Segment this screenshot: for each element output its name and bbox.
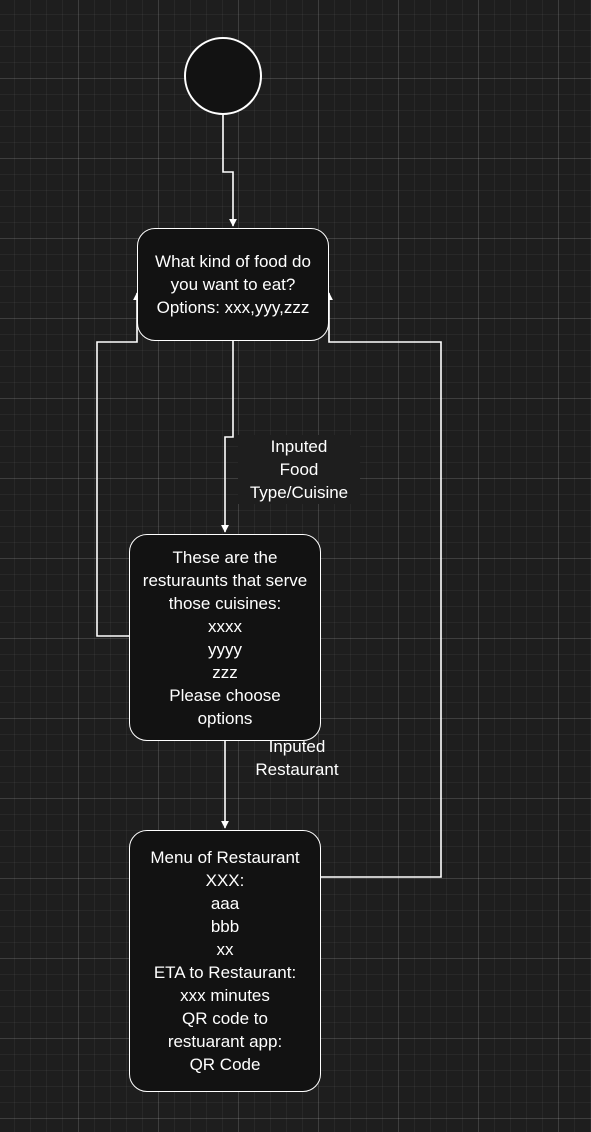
question-line-3: Options: xxx,yyy,zzz	[156, 298, 310, 317]
menu-node: Menu of Restaurant XXX: aaa bbb xx ETA t…	[129, 830, 321, 1092]
edge-question-to-restaurants	[221, 341, 234, 533]
edge-menu-back-to-question	[321, 292, 442, 878]
food-label-line-3: Type/Cuisine	[249, 483, 349, 502]
menu-line-2: XXX:	[205, 871, 245, 890]
menu-line-6: ETA to Restaurant:	[153, 963, 297, 982]
edge-label-food-type: Inputed Food Type/Cuisine	[238, 435, 360, 504]
restaurants-line-4: xxxx	[208, 616, 242, 636]
restaurants-line-8: options	[197, 708, 253, 728]
restaurants-line-6: zzz	[212, 662, 238, 682]
restaurants-line-2: resturaunts that serve	[142, 570, 308, 590]
menu-line-5: xx	[216, 940, 234, 959]
menu-line-8: QR code to	[182, 1009, 268, 1028]
menu-line-3: aaa	[210, 894, 240, 913]
restaurants-line-3: those cuisines:	[168, 593, 282, 613]
question-line-2: you want to eat?	[170, 275, 296, 294]
edge-start-to-question	[222, 115, 237, 227]
menu-line-4: bbb	[210, 917, 240, 936]
restaurants-node: These are the resturaunts that serve tho…	[129, 534, 321, 741]
food-label-line-1: Inputed	[270, 437, 328, 456]
restaurants-line-5: yyyy	[208, 639, 242, 659]
question-line-1: What kind of food do	[155, 252, 311, 271]
menu-line-9: restuarant app:	[167, 1032, 283, 1051]
food-label-line-2: Food	[279, 460, 319, 479]
restaurant-label-line-1: Inputed	[268, 737, 326, 756]
restaurants-line-1: These are the	[172, 547, 278, 567]
edge-label-restaurant: Inputed Restaurant	[240, 735, 354, 781]
restaurants-line-7: Please choose	[169, 685, 281, 705]
menu-line-7: xxx minutes	[180, 986, 270, 1005]
menu-line-10: QR Code	[189, 1055, 261, 1074]
start-node	[184, 37, 262, 115]
restaurant-label-line-2: Restaurant	[255, 760, 339, 779]
menu-line-1: Menu of Restaurant	[150, 848, 300, 867]
question-node: What kind of food do you want to eat? Op…	[137, 228, 329, 341]
